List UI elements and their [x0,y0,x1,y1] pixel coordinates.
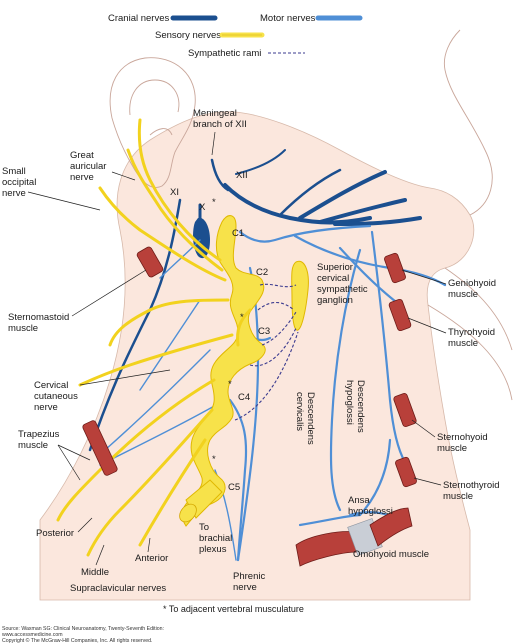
to-brachial-label-1: To [199,522,209,533]
supraclavicular-label: Supraclavicular nerves [70,583,166,594]
legend-cranial-label: Cranial nerves [108,13,169,24]
descendens-cervicalis-label-2: cervicalis [294,392,305,431]
body-silhouette [39,29,513,601]
to-brachial-label-2: brachial [199,533,232,544]
website-credit: www.accessmedicine.com [2,632,63,638]
phrenic-label-1: Phrenic [233,571,265,582]
asterisk-c3: * [240,312,244,323]
anterior-label: Anterior [135,553,168,564]
meningeal-branch-label-2: branch of XII [193,119,247,130]
cervical-cutaneous-label-2: cutaneous [34,391,78,402]
thyrohyoid-muscle-shape [388,298,412,332]
labels: Meningeal branch of XII XII XI X * C1 C2… [2,108,500,594]
trapezius-label-2: muscle [18,440,48,451]
ear-outline [109,57,196,188]
c3-label: C3 [258,326,270,337]
legend-sensory-label: Sensory nerves [155,30,221,41]
ansa-label-1: Ansa [348,495,370,506]
ansa-label-2: hypoglossi [348,506,393,517]
thyrohyoid-label-1: Thyrohyoid [448,327,495,338]
sternothyroid-label-1: Sternothyroid [443,480,500,491]
trapezius-label-1: Trapezius [18,429,60,440]
sternohyoid-muscle-shape [393,393,417,427]
legend-sympathetic-label: Sympathetic rami [188,48,261,59]
meningeal-branch-label-1: Meningeal [193,108,237,119]
geniohyoid-label-1: Geniohyoid [448,278,496,289]
copyright-credit: Copyright © The McGraw-Hill Companies, I… [2,637,152,644]
footnote: * To adjacent vertebral musculature [163,604,304,614]
c5-label: C5 [228,482,240,493]
great-auricular-label-1: Great [70,150,94,161]
c1-label: C1 [232,228,244,239]
small-occipital-label-3: nerve [2,188,26,199]
sympathetic-rami [234,283,299,421]
phrenic-label-2: nerve [233,582,257,593]
descendens-hypoglossi-label-1: Descendens [355,380,366,433]
c2-label: C2 [256,267,268,278]
superior-ganglion-label-2: cervical [317,273,349,284]
superior-ganglion-label-3: sympathetic [317,284,368,295]
cervical-cutaneous-label-1: Cervical [34,380,68,391]
small-occipital-label-1: Small [2,166,26,177]
asterisk-c1: * [212,197,216,208]
thyrohyoid-label-2: muscle [448,338,478,349]
cervical-cutaneous-label-3: nerve [34,402,58,413]
posterior-label: Posterior [36,528,74,539]
sternohyoid-label-1: Sternohyoid [437,432,488,443]
sternohyoid-label-2: muscle [437,443,467,454]
small-occipital-label-2: occipital [2,177,36,188]
trapezius-muscle-shape [82,420,118,476]
c4-label: C4 [238,392,250,403]
x-label: X [199,202,206,213]
xi-label: XI [170,187,179,198]
descendens-hypoglossi-label-2: hypoglossi [344,380,355,425]
asterisk-c4: * [228,379,232,390]
sternomastoid-muscle-shape [136,246,164,278]
sternomastoid-label-2: muscle [8,323,38,334]
muscles [82,246,417,567]
sensory-plexus [56,118,309,557]
sternomastoid-label-1: Sternomastoid [8,312,69,323]
superior-ganglion-label-4: ganglion [317,295,353,306]
source-credit: Source: Waxman SG: Clinical Neuroanatomy… [2,626,164,632]
geniohyoid-muscle-shape [384,252,406,284]
sternothyroid-label-2: muscle [443,491,473,502]
great-auricular-label-2: auricular [70,161,106,172]
omohyoid-label: Omohyoid muscle [353,549,429,560]
cranial-nerve-xii [210,149,422,226]
superior-ganglion-label-1: Superior [317,262,353,273]
legend-motor-label: Motor nerves [260,13,316,24]
great-auricular-label-3: nerve [70,172,94,183]
descendens-cervicalis-label-1: Descendens [305,392,316,445]
sternothyroid-muscle-shape [395,456,417,488]
to-brachial-label-3: plexus [199,544,227,555]
middle-label: Middle [81,567,109,578]
geniohyoid-label-2: muscle [448,289,478,300]
legend: Cranial nerves Motor nerves Sensory nerv… [108,13,363,59]
omohyoid-muscle-shape [295,507,413,567]
xii-label: XII [236,170,248,181]
asterisk-c5: * [212,454,216,465]
